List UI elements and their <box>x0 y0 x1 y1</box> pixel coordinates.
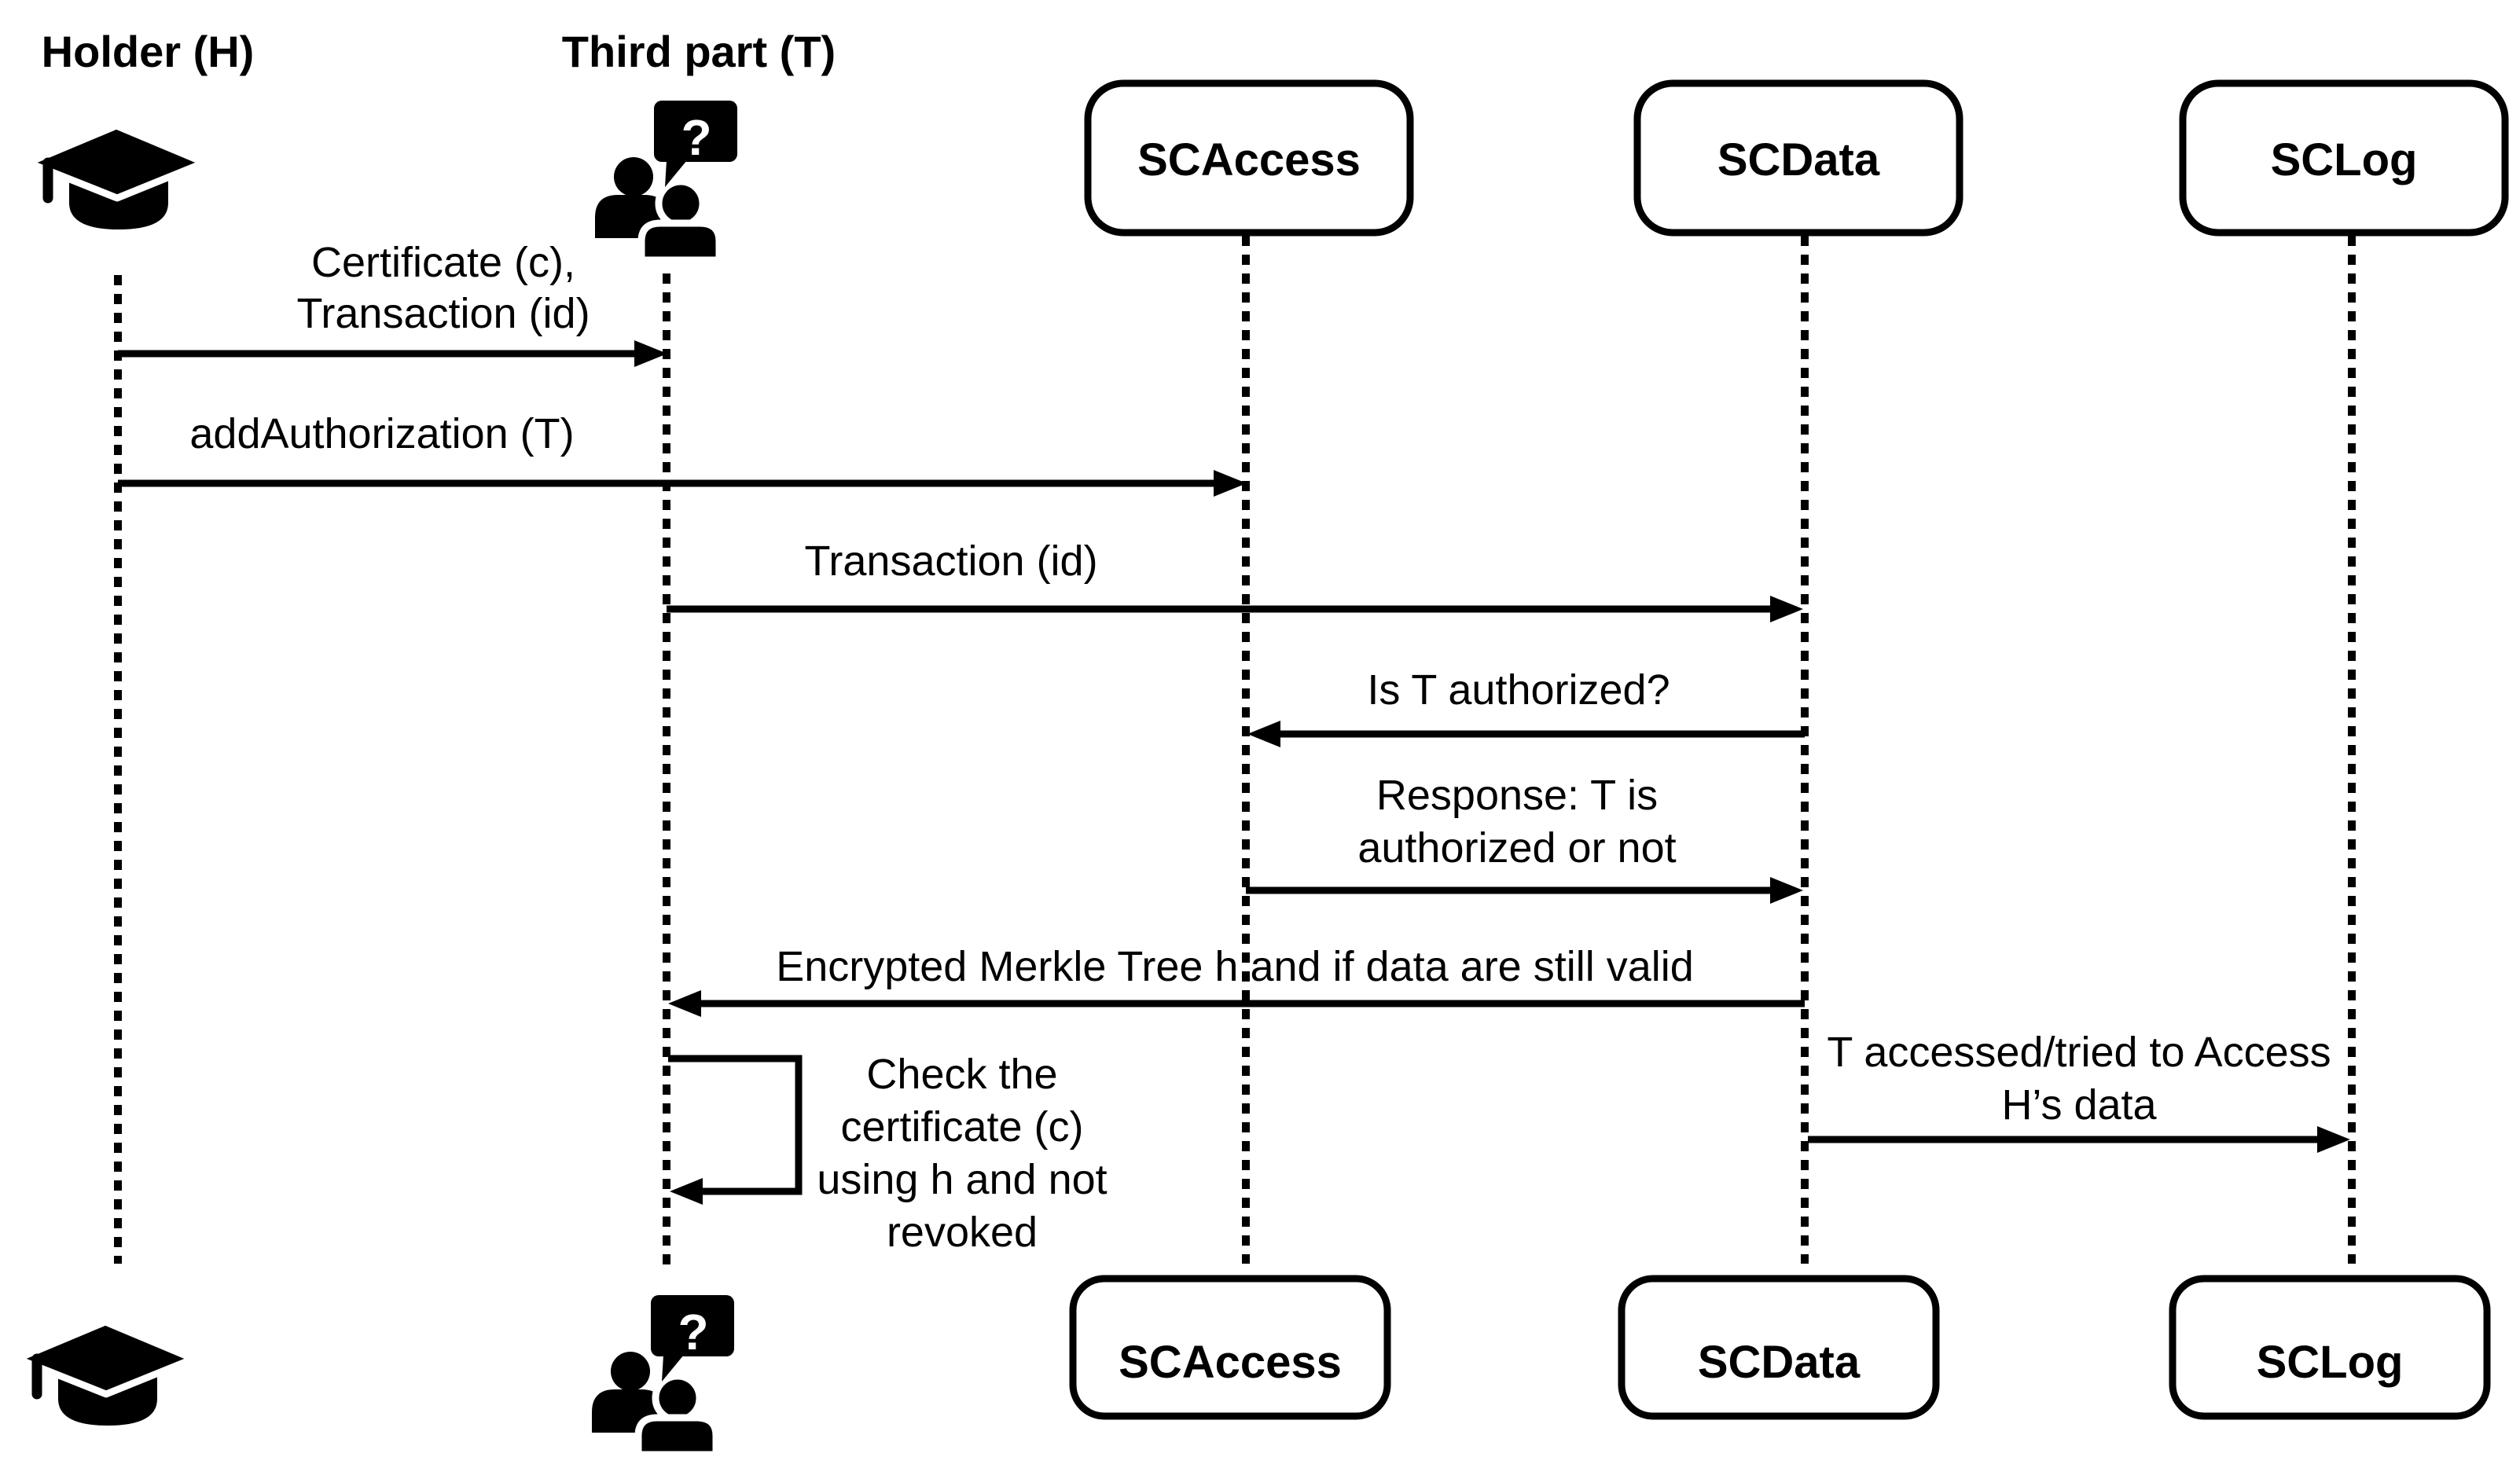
message-is-t-authorized: Is T authorized? <box>1247 666 1805 747</box>
participant-label-scaccess: SCAccess <box>1119 1337 1342 1388</box>
message-transaction-id: Transaction (id) <box>667 538 1803 622</box>
actor-label-third-part: Third part (T) <box>562 27 836 76</box>
message-label: Encrypted Merkle Tree h and if data are … <box>776 943 1694 990</box>
people-question-icon-bottom <box>592 1295 734 1455</box>
participant-label-scdata: SCData <box>1717 134 1880 185</box>
participant-label-scaccess: SCAccess <box>1137 134 1361 185</box>
message-label: addAuthorization (T) <box>189 410 574 457</box>
message-add-authorization: addAuthorization (T) <box>118 410 1247 497</box>
message-t-accessed-log: T accessed/tried to Access H’s data <box>1808 1029 2350 1153</box>
participant-sclog-top: SCLog <box>2179 79 2509 237</box>
arrowhead-left-icon <box>668 990 701 1017</box>
message-label: Response: T is <box>1376 772 1658 819</box>
arrowhead-left-icon <box>670 1178 703 1205</box>
participant-box <box>1633 79 1963 237</box>
message-encrypted-merkle-tree: Encrypted Merkle Tree h and if data are … <box>668 943 1805 1017</box>
message-label: revoked <box>887 1209 1038 1256</box>
message-label: T accessed/tried to Access <box>1827 1029 2331 1076</box>
arrowhead-right-icon <box>634 340 667 367</box>
participant-scaccess-top: SCAccess <box>1084 79 1414 237</box>
participant-scdata-top: SCData <box>1633 79 1963 237</box>
message-label: Check the <box>866 1051 1057 1098</box>
message-label: authorized or not <box>1357 824 1676 872</box>
graduation-cap-icon <box>24 122 208 229</box>
participant-label-sclog: SCLog <box>2257 1337 2404 1388</box>
message-label: certificate (c) <box>840 1103 1083 1151</box>
message-response-authorized: Response: T is authorized or not <box>1246 772 1803 904</box>
arrowhead-right-icon <box>1214 470 1247 497</box>
message-label: Transaction (id) <box>804 538 1097 585</box>
question-mark-glyph: ? <box>681 109 711 166</box>
participant-box <box>1618 1275 1940 1420</box>
participant-box <box>2169 1275 2491 1420</box>
self-message-arrow <box>668 1055 803 1195</box>
participant-label-scdata: SCData <box>1698 1337 1861 1388</box>
participant-box <box>1069 1275 1391 1420</box>
participant-box <box>1084 79 1414 237</box>
message-label: Certificate (c), <box>311 239 575 286</box>
arrowhead-right-icon <box>2317 1126 2350 1153</box>
arrowhead-right-icon <box>1770 596 1803 622</box>
message-check-certificate-self: Check the certificate (c) using h and no… <box>668 1051 1108 1256</box>
arrowhead-right-icon <box>1770 877 1803 904</box>
participant-label-sclog: SCLog <box>2271 134 2418 185</box>
message-label: Transaction (id) <box>296 290 590 337</box>
actor-label-holder: Holder (H) <box>42 27 255 76</box>
participant-sclog-bottom: SCLog <box>2169 1275 2491 1420</box>
message-certificate-transaction: Certificate (c), Transaction (id) <box>118 239 667 367</box>
message-label: Is T authorized? <box>1367 666 1670 714</box>
participant-box <box>2179 79 2509 237</box>
graduation-cap-icon-bottom <box>17 1322 193 1426</box>
participant-scdata-bottom: SCData <box>1618 1275 1940 1420</box>
message-label: using h and not <box>817 1156 1107 1203</box>
people-question-icon: ? <box>595 101 737 264</box>
participant-scaccess-bottom: SCAccess <box>1069 1275 1391 1420</box>
arrowhead-left-icon <box>1247 721 1280 747</box>
message-label: H’s data <box>2001 1081 2157 1129</box>
